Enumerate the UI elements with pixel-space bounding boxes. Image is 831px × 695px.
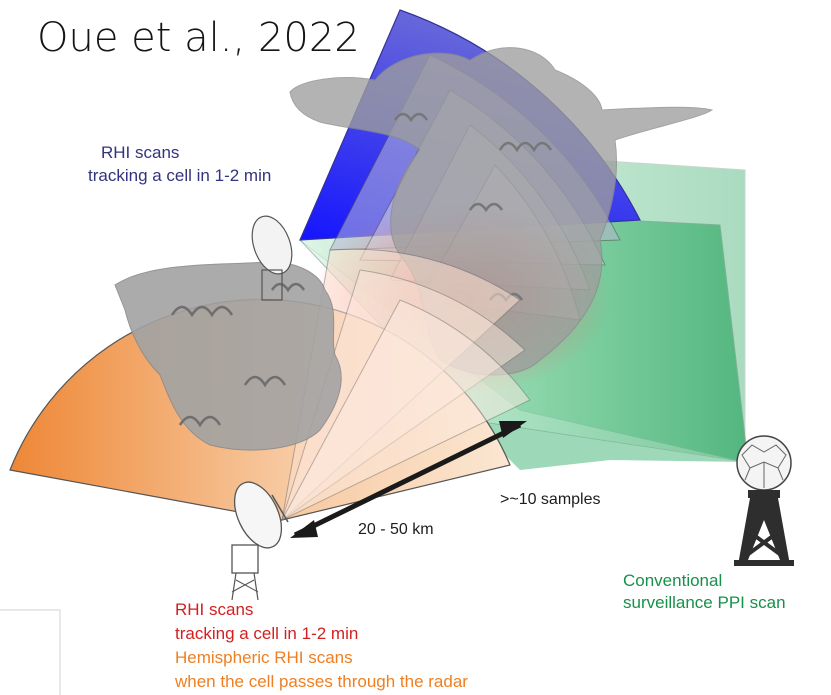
rhi-radar-dish-icon	[231, 481, 289, 601]
ppi-radar-tower-icon	[734, 435, 794, 566]
rhi-radar-dish-small-icon	[251, 215, 293, 301]
rhi-tracking-top-label-line1: RHI scans	[101, 143, 180, 162]
distance-arrow-icon	[290, 421, 527, 538]
hemispheric-label-line1: Hemispheric RHI scans	[175, 648, 353, 667]
distance-label: 20 - 50 km	[358, 521, 434, 538]
rhi-tracking-bottom-label-line1: RHI scans	[175, 600, 254, 619]
hemispheric-label-line2: when the cell passes through the radar	[175, 672, 468, 691]
rhi-tracking-top-label-line2: tracking a cell in 1-2 min	[88, 166, 272, 185]
samples-label: >~10 samples	[500, 491, 601, 508]
rhi-tracking-bottom-label-line2: tracking a cell in 1-2 min	[175, 624, 359, 643]
ppi-label-line1: Conventional	[623, 571, 723, 590]
ppi-label-line2: surveillance PPI scan	[623, 593, 786, 612]
decorative-frame	[0, 609, 61, 695]
citation-label: Oue et al., 2022	[37, 15, 360, 61]
